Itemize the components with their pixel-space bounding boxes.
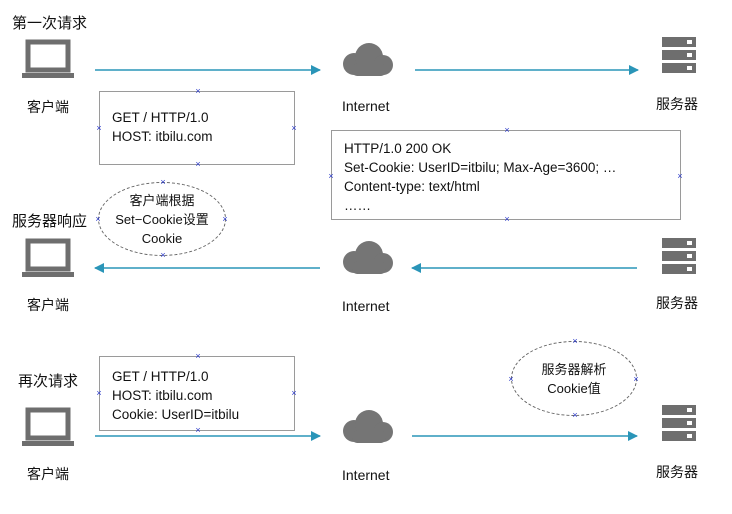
note-line: 客户端根据 <box>129 192 195 208</box>
note-line: Set−Cookie设置 <box>115 211 209 227</box>
selection-handle: × <box>572 336 578 346</box>
cloud-icon <box>343 241 393 274</box>
selection-handle: × <box>572 410 578 420</box>
heading-server-response: 服务器响应 <box>12 213 88 230</box>
response-line: HTTP/1.0 200 OK <box>344 141 452 156</box>
request-line: Cookie: UserID=itbilu <box>112 407 240 422</box>
cloud-icon <box>343 410 393 443</box>
request-line: GET / HTTP/1.0 <box>112 110 209 125</box>
selection-handle: × <box>677 171 683 181</box>
response-header-box: HTTP/1.0 200 OK Set-Cookie: UserID=itbil… <box>328 125 683 224</box>
client-label: 客户端 <box>27 99 69 115</box>
request-header-box: GET / HTTP/1.0 HOST: itbilu.com × × × × <box>96 86 297 169</box>
selection-handle: × <box>633 374 639 384</box>
response-line: Set-Cookie: UserID=itbilu; Max-Age=3600;… <box>344 160 617 175</box>
heading-first-request: 第一次请求 <box>12 15 88 32</box>
client-label: 客户端 <box>27 466 69 482</box>
selection-handle: × <box>96 388 102 398</box>
selection-handle: × <box>195 425 201 435</box>
selection-handle: × <box>96 123 102 133</box>
request-line: GET / HTTP/1.0 <box>112 369 209 384</box>
request-line: HOST: itbilu.com <box>112 129 213 144</box>
selection-handle: × <box>328 171 334 181</box>
selection-handle: × <box>195 86 201 96</box>
internet-label: Internet <box>342 298 390 314</box>
server-label: 服务器 <box>656 96 698 112</box>
server-icon <box>662 37 696 73</box>
note-line: Cookie <box>141 230 183 246</box>
server-label: 服务器 <box>656 464 698 480</box>
selection-handle: × <box>160 177 166 187</box>
selection-handle: × <box>195 159 201 169</box>
selection-handle: × <box>291 123 297 133</box>
selection-handle: × <box>222 214 228 224</box>
request-header-box: GET / HTTP/1.0 HOST: itbilu.com Cookie: … <box>96 351 297 435</box>
selection-handle: × <box>160 250 166 260</box>
server-label: 服务器 <box>656 295 698 311</box>
selection-handle: × <box>508 374 514 384</box>
selection-handle: × <box>504 214 510 224</box>
note-line: Cookie值 <box>547 380 601 396</box>
client-note-ellipse: 客户端根据 Set−Cookie设置 Cookie × × × × <box>95 177 228 260</box>
laptop-icon <box>22 407 74 446</box>
server-note-ellipse: 服务器解析 Cookie值 × × × × <box>508 336 639 420</box>
selection-handle: × <box>291 388 297 398</box>
note-line: 服务器解析 <box>541 361 607 377</box>
selection-handle: × <box>504 125 510 135</box>
request-line: HOST: itbilu.com <box>112 388 213 403</box>
selection-handle: × <box>195 351 201 361</box>
heading-second-request: 再次请求 <box>18 373 79 390</box>
response-line: …… <box>344 198 371 213</box>
laptop-icon <box>22 238 74 277</box>
client-label: 客户端 <box>27 297 69 313</box>
server-icon <box>662 238 696 274</box>
internet-label: Internet <box>342 467 390 483</box>
server-icon <box>662 405 696 441</box>
selection-handle: × <box>95 214 101 224</box>
cloud-icon <box>343 43 393 76</box>
internet-label: Internet <box>342 98 390 114</box>
laptop-icon <box>22 39 74 78</box>
response-line: Content-type: text/html <box>344 179 480 194</box>
